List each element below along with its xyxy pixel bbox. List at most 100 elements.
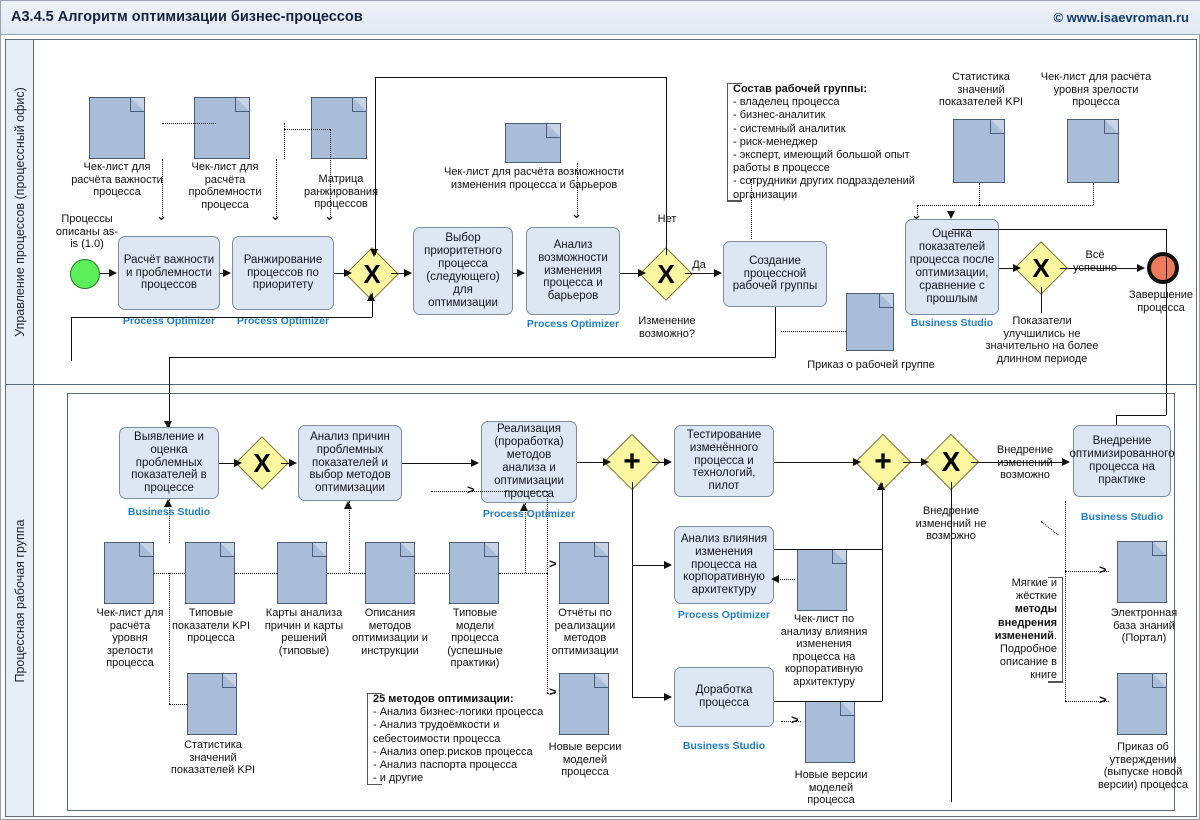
task-calc-importance[interactable]: Расчёт важности и проблемности процессов xyxy=(118,236,220,310)
doc-checklist-problem xyxy=(194,97,250,159)
lane-working-group-header: Процессная рабочая группа xyxy=(6,385,34,816)
assoc-method-desc-h xyxy=(415,573,449,574)
flow-gw1-down xyxy=(372,293,374,317)
doc-matrix-ranking-label: Матрица ранжирования процессов xyxy=(303,173,379,211)
task-evaluate-after[interactable]: Оценка показателей процесса после оптими… xyxy=(905,219,999,315)
annotation-working-group-line-6: - сотрудники других подразделений органи… xyxy=(733,175,915,201)
task-evaluate-after-system: Business Studio xyxy=(910,317,994,329)
flow-return-v xyxy=(71,317,73,361)
assoc-kpi-stat-down xyxy=(917,205,918,215)
flow-join-to-xor xyxy=(903,462,922,464)
start-event[interactable] xyxy=(70,259,100,289)
flow-group-down xyxy=(775,307,777,357)
flow-xor-to-deploy xyxy=(971,462,1063,464)
annotation-25-methods-line-2: - Анализ трудоёмкости и себестоимости пр… xyxy=(373,719,501,745)
arrow-ranking-to-gw1 xyxy=(344,269,352,277)
task-deploy-process[interactable]: Внедрение оптимизированного процесса на … xyxy=(1070,425,1174,497)
arrow-causes-to-implement xyxy=(471,459,479,467)
annotation-25-methods-heading: 25 методов оптимизации: xyxy=(373,693,514,705)
assoc-arrow-importance: ⌄ xyxy=(156,208,167,223)
doc-checklist-importance xyxy=(89,97,145,159)
arrow-and-to-testing xyxy=(664,458,672,466)
page-title: A3.4.5 Алгоритм оптимизации бизнес-проце… xyxy=(11,9,363,25)
flow-and-to-testing xyxy=(652,462,665,464)
annotation-working-group-line-1: - владелец процесса xyxy=(733,96,840,109)
lane-process-office-label: Управление процессов (процессный офис) xyxy=(12,87,27,337)
flow-deploy-v xyxy=(1166,229,1168,415)
assoc-kpi-stat2-h xyxy=(169,704,187,705)
arrow-choose-to-analyze xyxy=(517,269,525,277)
flow-identify-to-gw xyxy=(219,463,235,465)
doc-typical-models xyxy=(449,542,499,604)
doc-order-working-group-label: Приказ о рабочей группе xyxy=(807,359,935,371)
doc-reports-methods xyxy=(559,542,609,604)
annotation-soft-hard-bold: методы внедрения изменений xyxy=(994,603,1057,642)
arrow-gwchange-no xyxy=(370,249,378,257)
task-ranking[interactable]: Ранжирование процессов по приоритету xyxy=(232,236,334,310)
assoc-cause-maps-h xyxy=(327,573,365,574)
task-create-group[interactable]: Создание процессной рабочей группы xyxy=(723,241,827,307)
task-refine-process[interactable]: Доработка процесса xyxy=(674,667,774,727)
doc-kpi-statistics-2 xyxy=(187,673,237,735)
flow-and-to-refine xyxy=(632,697,665,699)
assoc-arrow-kpi-stat: ⌄ xyxy=(911,207,922,222)
arrow-group-to-lane2 xyxy=(164,421,172,429)
assoc-checklist-problem xyxy=(276,159,277,217)
assoc-matrix-v xyxy=(330,129,331,217)
annotation-25-methods: 25 методов оптимизации: - Анализ бизнес-… xyxy=(367,693,559,786)
diagram-header: A3.4.5 Алгоритм оптимизации бизнес-проце… xyxy=(1,1,1200,35)
doc-typical-kpi xyxy=(185,542,235,604)
flow-choose-to-analyze xyxy=(513,273,519,275)
doc-approval-order-label: Приказ об утверждении (выпуске новой вер… xyxy=(1097,741,1189,791)
task-implement-methods[interactable]: Реализация (проработка) методов анализа … xyxy=(481,421,577,503)
doc-checklist-architecture-label: Чек-лист по анализу влияния изменения пр… xyxy=(780,613,868,688)
annotation-working-group-line-2: - бизнес-аналитик xyxy=(733,109,826,122)
annotation-soft-hard-line1: Мягкие и жёсткие xyxy=(1011,577,1057,603)
copyright-label: © www.isaevroman.ru xyxy=(1053,10,1189,25)
assoc-matrix-h xyxy=(284,129,330,130)
flow-start-to-calc xyxy=(100,273,110,275)
assoc-kpi-stat-v xyxy=(979,183,980,205)
assoc-arrow-problem: ⌄ xyxy=(270,208,281,223)
flow-gwchange-yes xyxy=(685,273,715,275)
flow-arch-to-join-v xyxy=(882,483,884,549)
flow-testing-to-join xyxy=(774,462,854,464)
end-event-label: Завершение процесса xyxy=(1129,289,1193,314)
doc-checklist-maturity xyxy=(1067,119,1119,183)
arrow-gw-to-causes xyxy=(289,459,297,467)
task-identify-problems[interactable]: Выявление и оценка проблемных показателе… xyxy=(119,427,219,499)
flow-gw-to-causes xyxy=(281,463,290,465)
arrow-assoc-newver1: > xyxy=(549,684,557,699)
annotation-25-methods-line-3: - Анализ опер.рисков процесса xyxy=(373,745,533,758)
task-choose-priority[interactable]: Выбор приоритетного процесса (следующего… xyxy=(413,227,513,315)
assoc-implement-v2 xyxy=(547,491,548,573)
flow-gwchange-no-down xyxy=(375,77,377,255)
assoc-checklist-change xyxy=(577,163,578,215)
task-analyze-causes[interactable]: Анализ причин проблемных показателей и в… xyxy=(298,425,402,501)
doc-checklist-architecture xyxy=(797,549,847,611)
flow-eval-to-gwsuccess xyxy=(999,268,1014,270)
annotation-25-methods-line-5: - и другие xyxy=(373,772,424,785)
task-analyze-architecture[interactable]: Анализ влияния изменения процесса на кор… xyxy=(674,526,774,604)
arrow-deploy-to-eval xyxy=(947,211,955,219)
assoc-matrix-stub xyxy=(284,123,285,159)
task-testing[interactable]: Тестирование изменённого процесса и техн… xyxy=(674,425,774,497)
flow-gw1-to-choose xyxy=(391,273,405,275)
arrow-implement-to-and xyxy=(603,458,611,466)
flow-and-down2 xyxy=(632,565,634,697)
task-implement-methods-system: Process Optimizer xyxy=(482,508,576,520)
doc-order-working-group xyxy=(846,293,894,351)
end-event[interactable] xyxy=(1147,252,1179,284)
doc-checklist-change-label: Чек-лист для расчёта возможности изменен… xyxy=(443,166,625,191)
assoc-checklist-importance xyxy=(162,159,163,217)
assoc-checklist-problem-h xyxy=(162,123,216,124)
flow-group-to-lane2 xyxy=(169,357,171,427)
arrow-gw1-to-choose xyxy=(404,269,412,277)
gateway-success-no-label: Показатели улучшились не значительно на … xyxy=(985,315,1099,365)
flow-xor-no-down xyxy=(951,482,953,802)
task-analyze-change[interactable]: Анализ возможности изменения процесса и … xyxy=(526,227,620,315)
assoc-arch-checklist-h xyxy=(773,579,795,580)
doc-typical-kpi-label: Типовые показатели KPI процесса xyxy=(171,607,251,645)
lane-process-office-header: Управление процессов (процессный офис) xyxy=(6,40,34,384)
